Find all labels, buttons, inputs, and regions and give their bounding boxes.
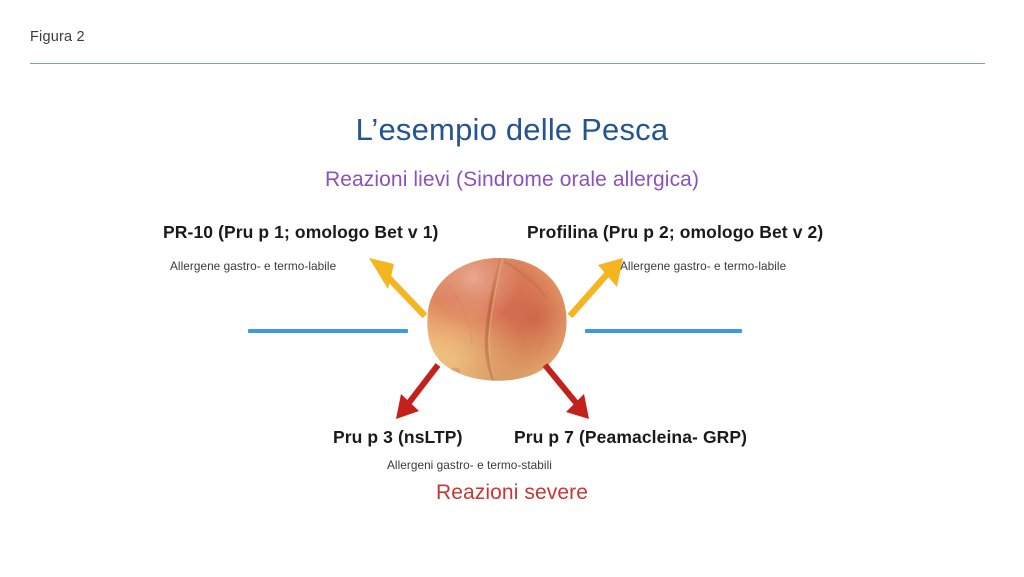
separator-bar-right <box>585 329 742 333</box>
allergen-description-pr10: Allergene gastro- e termo-labile <box>170 259 337 273</box>
allergen-label-profilina: Profilina (Pru p 2; omologo Bet v 2) <box>527 222 824 242</box>
arrow-down-left-severe <box>396 363 441 419</box>
allergen-label-pr10: PR-10 (Pru p 1; omologo Bet v 1) <box>163 222 439 242</box>
figure-caption: Figura 2 <box>30 29 85 45</box>
peach-image <box>427 257 567 381</box>
arrow-up-right-mild <box>567 258 623 319</box>
arrow-down-right-severe <box>542 363 589 419</box>
severe-reactions-heading: Reazioni severe <box>435 481 589 504</box>
allergen-description-profilina: Allergene gastro- e termo-labile <box>620 259 787 273</box>
allergen-description-severe: Allergeni gastro- e termo-stabili <box>387 458 552 472</box>
separator-bar-left <box>248 329 408 333</box>
page-subtitle: Reazioni lievi (Sindrome orale allergica… <box>324 168 700 191</box>
header-divider <box>30 63 985 64</box>
allergen-label-prup7: Pru p 7 (Peamacleina- GRP) <box>514 427 748 447</box>
arrow-up-left-mild <box>369 258 428 319</box>
allergen-label-prup3: Pru p 3 (nsLTP) <box>333 427 463 447</box>
page-title: L’esempio delle Pesca <box>355 112 669 147</box>
